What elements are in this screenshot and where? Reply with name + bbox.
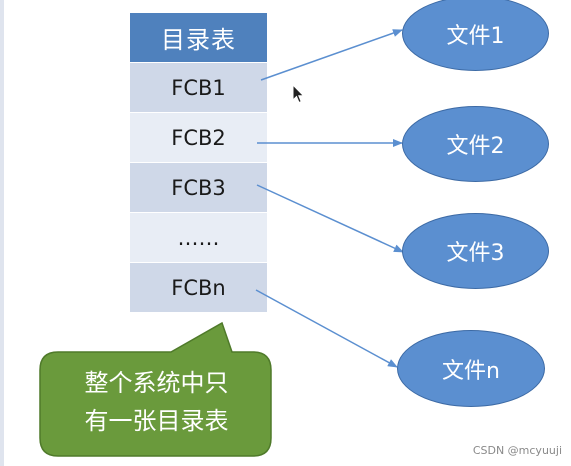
directory-table-title: 目录表 [130, 13, 267, 62]
fcb-row-ellipsis: …… [130, 213, 267, 262]
fcb-row-3: FCB3 [130, 163, 267, 212]
file-node-1: 文件1 [402, 0, 549, 71]
arrow-fcb3-to-file3 [256, 184, 404, 253]
fcb-row-1: FCB1 [130, 63, 267, 112]
left-edge-strip [0, 0, 4, 466]
mouse-pointer-icon [292, 84, 305, 104]
callout-text: 整个系统中只 有一张目录表 [44, 358, 269, 454]
file-node-2: 文件2 [402, 106, 549, 182]
watermark: CSDN @mcyuuji [472, 444, 562, 457]
callout-line-1: 整个系统中只 [84, 369, 229, 397]
fcb-row-2: FCB2 [130, 113, 267, 162]
file-node-n: 文件n [397, 330, 545, 407]
arrow-fcb1-to-file1 [260, 29, 403, 81]
fcb-row-n: FCBn [130, 263, 267, 312]
callout-line-2: 有一张目录表 [84, 407, 229, 435]
arrow-fcbn-to-filen [255, 289, 398, 368]
file-node-3: 文件3 [402, 213, 549, 289]
